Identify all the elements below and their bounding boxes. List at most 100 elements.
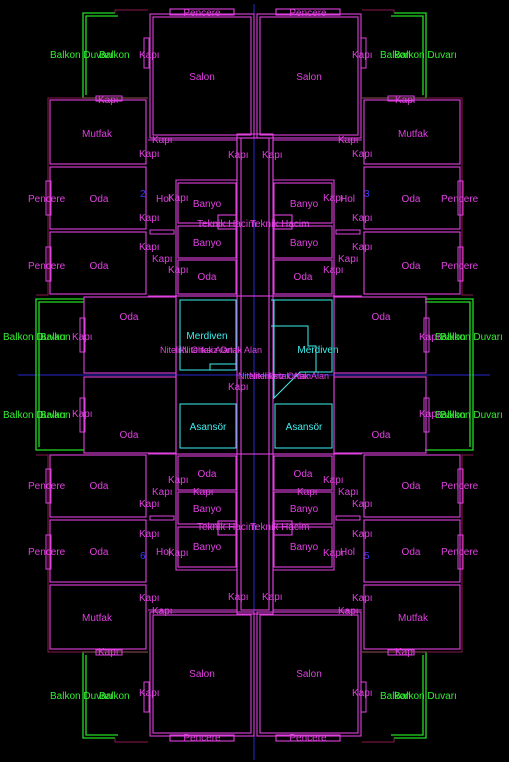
door-label-43: Kapı [338,606,359,617]
elevator-label-right: Asansör [286,422,323,433]
hall-label-tl: Hol [156,194,171,205]
room-label-mr2: Oda [372,430,391,441]
technical-label-br: Teknik Hacim [250,522,309,533]
balcony-label-ml2: Balkon [40,410,71,421]
bath-label-tl1: Banyo [193,199,222,210]
door-label-25: Kapı [419,409,440,420]
door-label-9: Kapı [228,150,249,161]
window-label-r3: Pencere [441,481,479,492]
salon-label-br: Salon [296,669,322,680]
bath-label-tl2: Banyo [193,238,222,249]
balcony-wall-label-tr: Balkon Duvarı [394,50,457,61]
room-label-cl1: Oda [198,272,217,283]
room-label-r3: Oda [402,481,421,492]
hall-label-tr: Hol [340,194,355,205]
window-label-top-right: Pencere [289,8,327,19]
hall-label-bl: Hol [156,547,171,558]
uncommon-area-label-left: Niteliksiz Ortak Alan [182,345,262,355]
door-label-10: Kapı [262,150,283,161]
door-label-41: Kapı [262,592,283,603]
door-label-40: Kapı [228,592,249,603]
balcony-label-ml1: Balkon [40,332,71,343]
kitchen-label-br: Mutfak [398,613,429,624]
door-label-29: Kapı [193,487,214,498]
balcony-label-mr1: Balkon [435,332,466,343]
window-label-l1: Pencere [28,194,66,205]
balcony-wall-label-ml2: Balkon Duvarı [3,410,66,421]
door-label-27: Kapı [323,475,344,486]
room-label-cl2: Oda [198,469,217,480]
technical-label-tr: Teknik Hacim [250,219,309,230]
salon-label-bl: Salon [189,669,215,680]
bath-label-br2: Banyo [290,542,319,553]
door-label-31: Kapı [338,487,359,498]
room-label-l2: Oda [90,261,109,272]
balcony-wall-label-mr2: Balkon Duvarı [440,410,503,421]
bath-label-bl2: Banyo [193,542,222,553]
room-label-mr1: Oda [372,312,391,323]
uncommon-area-label-right: Niteliksiz Ortak Alan [249,371,329,381]
door-label-26: Kapı [168,475,189,486]
door-label-1: Kapı [139,50,160,61]
room-label-l1: Oda [90,194,109,205]
bath-label-bl1: Banyo [193,504,222,515]
balcony-walls [35,12,474,739]
window-label-r1: Pencere [441,194,479,205]
door-label-46: Kapı [139,688,160,699]
door-label-18: Kapı [338,254,359,265]
door-marks [45,37,464,713]
door-label-33: Kapı [352,499,373,510]
room-label-ml2: Oda [120,430,139,441]
technical-label-tl: Teknik Hacim [197,219,256,230]
salon-label-tr: Salon [296,72,322,83]
room-label-ml1: Oda [120,312,139,323]
room-label-r1: Oda [402,194,421,205]
door-label-34: Kapı [139,529,160,540]
window-label-l4: Pencere [28,547,66,558]
bath-label-tr1: Banyo [290,199,319,210]
window-label-bottom-right: Pencere [289,733,327,744]
door-label-8: Kapı [352,149,373,160]
door-label-14: Kapı [352,213,373,224]
window-label-r4: Pencere [441,547,479,558]
window-label-top-left: Pencere [183,8,221,19]
door-label-37: Kapı [323,548,344,559]
door-label-4: Kapı [395,95,416,106]
door-label-44: Kapı [98,647,119,658]
door-label-28: Kapı [152,487,173,498]
door-label-15: Kapı [139,242,160,253]
door-label-7: Kapı [139,149,160,160]
door-label-20: Kapı [323,265,344,276]
door-label-42: Kapı [152,606,173,617]
door-label-39: Kapı [352,593,373,604]
door-label-22: Kapı [419,332,440,343]
unit-number-3: 3 [364,189,370,200]
window-label-r2: Pencere [441,261,479,272]
room-label-l4: Oda [90,547,109,558]
door-label-24: Kapı [72,409,93,420]
room-label-cr2: Oda [294,469,313,480]
balcony-label-tr: Balkon [380,50,411,61]
door-label-19: Kapı [168,265,189,276]
door-label-32: Kapı [139,499,160,510]
door-label-5: Kapı [152,135,173,146]
door-label-21: Kapı [72,332,93,343]
common-area-label-right: Nitelikli Ortak Alan [238,371,311,381]
unit-number-2: 2 [140,189,146,200]
door-label-6: Kapı [338,135,359,146]
balcony-wall-label-bl: Balkon Duvarı [50,691,113,702]
elevator-label-left: Asansör [190,422,227,433]
window-label-bottom-left: Pencere [183,733,221,744]
balcony-label-tl: Balkon [99,50,130,61]
stairs-label-right: Merdiven [297,345,338,356]
door-label-16: Kapı [352,242,373,253]
kitchen-label-tr: Mutfak [398,129,429,140]
outer-envelope [36,9,473,743]
door-label-35: Kapı [352,529,373,540]
room-label-cr1: Oda [294,272,313,283]
door-label-2: Kapı [352,50,373,61]
core-cyan [179,299,333,449]
salon-label-tl: Salon [189,72,215,83]
wall-lines [49,8,461,742]
balcony-wall-label-br: Balkon Duvarı [394,691,457,702]
